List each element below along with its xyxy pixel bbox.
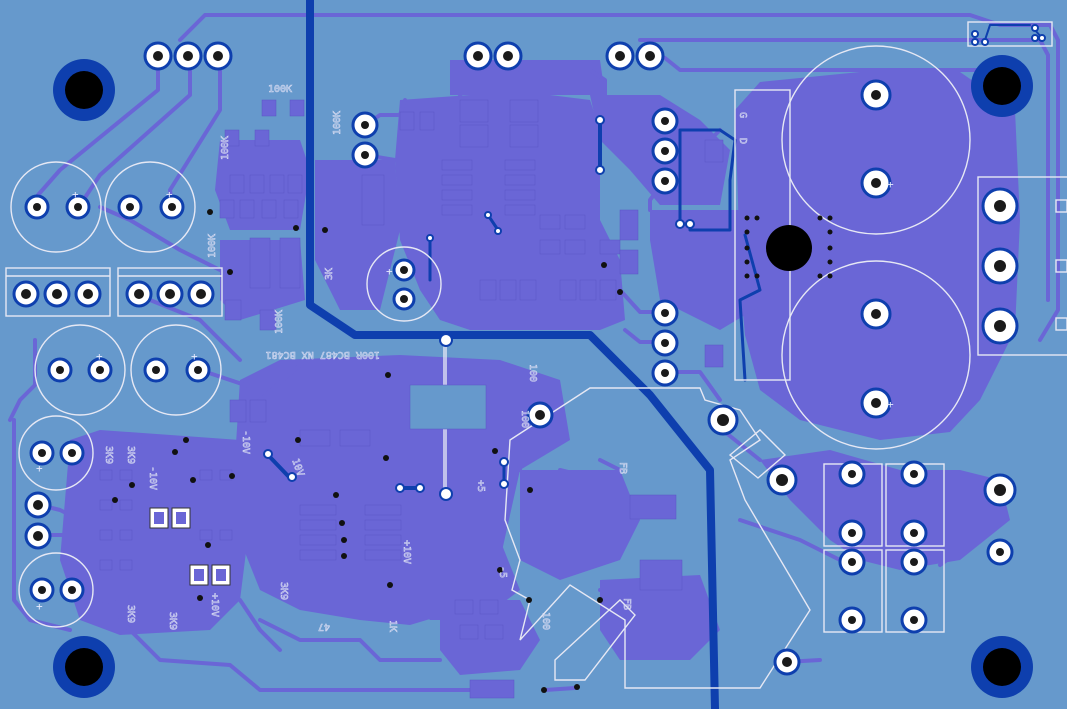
label-plus-c2: + — [166, 188, 173, 201]
label-r100k-e: 100K — [274, 310, 285, 334]
label-plus-c3: + — [96, 350, 103, 363]
cap-outline-c7 — [366, 246, 442, 322]
label-plus-bigcap-1: + — [887, 178, 894, 191]
label-r3k9-a: 3K9 — [125, 446, 136, 464]
label-neg10v-b: -10V — [147, 466, 158, 490]
label-r100k-a: 100K — [268, 84, 292, 95]
silkscreen-labels: + + + + + + + + + 100K 100K 100K 100K 10… — [36, 84, 894, 633]
label-cap-row: 100R BC487 NX BC481 — [266, 349, 380, 360]
mounting-hole-bottom-left — [53, 636, 115, 698]
cap-outline-large-top — [781, 45, 971, 235]
label-r3k9-b: 3K9 — [103, 446, 114, 464]
label-r3k9-c: 3K9 — [125, 605, 136, 623]
label-r100-c: 100 — [540, 612, 551, 630]
label-r100k-b: 100K — [220, 136, 231, 160]
label-r100k-d: 100K — [207, 234, 218, 258]
label-plus-bigcap-2: + — [887, 398, 894, 411]
cap-outline-c1 — [10, 161, 102, 253]
label-r100-b: 100 — [527, 364, 538, 382]
label-fb-b: FB — [621, 598, 632, 610]
mounting-hole-bottom-right — [971, 636, 1033, 698]
mounting-hole-top-right — [971, 55, 1033, 117]
label-r3k9-d: 3K9 — [167, 612, 178, 630]
label-fb-a: FB — [617, 462, 628, 474]
terminal-block-outline-3 — [977, 176, 1067, 356]
label-r1k: 1K — [387, 620, 398, 632]
cap-outline-c2 — [104, 161, 196, 253]
label-plus-c5: + — [36, 462, 43, 475]
label-pos10v-b: +10V — [401, 540, 412, 564]
mounting-hole-top-left — [53, 59, 115, 121]
cap-outline-c4 — [130, 324, 222, 416]
label-r100k-c: 100K — [332, 111, 343, 135]
terminal-block-outline-2 — [117, 267, 223, 317]
label-r47: 47 — [318, 621, 330, 632]
label-r100-a: 100 — [519, 410, 530, 428]
through-hole-pads — [12, 24, 1046, 698]
cap-outline-c6 — [18, 552, 94, 628]
cap-outline-c3 — [34, 324, 126, 416]
label-r3k9-e: 3K9 — [278, 582, 289, 600]
label-pos5: +5 — [475, 480, 486, 492]
label-neg5: -5 — [497, 566, 508, 578]
label-plus-c1: + — [72, 188, 79, 201]
label-g: G — [737, 112, 748, 118]
mounting-hole-center — [766, 225, 812, 271]
cap-outline-c5 — [18, 415, 94, 491]
label-d: D — [737, 138, 748, 144]
label-pos10v-c: +10V — [209, 593, 220, 617]
smd-pads — [99, 99, 724, 699]
label-neg10v-a: -10V — [240, 430, 251, 454]
label-plus-c6: + — [36, 600, 43, 613]
cap-outline-large-bottom — [781, 260, 971, 450]
label-plus-c7: + — [386, 265, 393, 278]
label-plus-c4: + — [191, 350, 198, 363]
label-r3k-a: 3K — [324, 268, 335, 280]
terminal-block-outline-1 — [5, 267, 111, 317]
